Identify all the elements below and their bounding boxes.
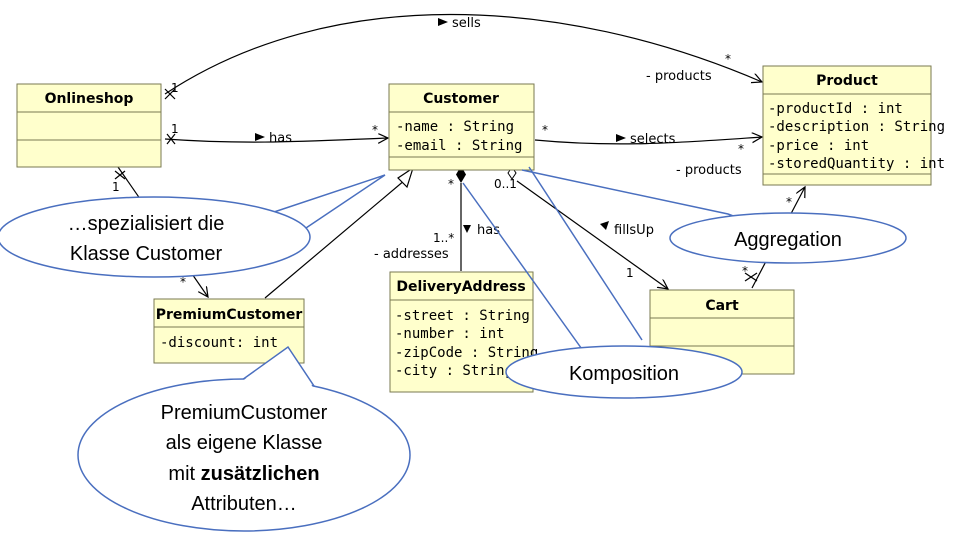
product-attribute: -price : int [768, 138, 869, 154]
note-specialization: …spezialisiert die Klasse Customer [0, 174, 386, 278]
note-aggregation-text: Aggregation [734, 229, 842, 251]
sells-target-multiplicity: * [725, 52, 731, 66]
class-deliveryaddress-name: DeliveryAddress [396, 279, 525, 295]
note-premium-line: mit zusätzlichen [168, 463, 319, 485]
addresses-target-multiplicity: 1..* [433, 231, 454, 245]
fillsup-source-multiplicity: 0..1 [494, 177, 517, 191]
cart-product-source-multiplicity: * [742, 264, 748, 278]
class-onlineshop[interactable]: Onlineshop [16, 83, 162, 168]
sells-source-multiplicity: 1 [171, 81, 179, 95]
addresses-target-role: - addresses [374, 247, 449, 262]
class-premiumcustomer[interactable]: PremiumCustomer -discount: int [153, 298, 305, 364]
product-attribute: -storedQuantity : int [768, 156, 945, 172]
has-source-multiplicity: 1 [171, 122, 179, 136]
class-product[interactable]: Product -productId : int -description : … [762, 65, 945, 186]
class-onlineshop-name: Onlineshop [45, 91, 134, 107]
class-customer-name: Customer [423, 91, 499, 107]
shop-premium-source-multiplicity: 1 [112, 180, 120, 194]
association-sells-label: sells [452, 16, 481, 31]
note-composition: Komposition [462, 166, 743, 399]
deliveryaddress-attribute: -number : int [395, 326, 505, 342]
customer-attribute: -name : String [396, 119, 514, 135]
class-deliveryaddress[interactable]: DeliveryAddress -street : String -number… [389, 271, 538, 393]
product-attribute: -description : String [768, 119, 945, 135]
class-cart-name: Cart [705, 298, 739, 314]
association-has-label: has [269, 131, 292, 146]
cart-product-target-multiplicity: * [786, 195, 792, 209]
association-has-shop: has 1 * [164, 122, 388, 146]
association-sells: sells 1 * - products [164, 13, 762, 100]
note-specialization-line: …spezialisiert die [68, 213, 225, 235]
deliveryaddress-attribute: -street : String [395, 308, 530, 324]
premiumcustomer-attribute: -discount: int [160, 335, 278, 351]
association-selects: selects * * - products [534, 123, 762, 178]
note-specialization-line: Klasse Customer [70, 243, 223, 265]
selects-source-multiplicity: * [542, 123, 548, 137]
shop-premium-target-multiplicity: * [180, 275, 186, 289]
deliveryaddress-attribute: -city : String [395, 363, 513, 379]
note-premium-line: als eigene Klasse [166, 432, 323, 454]
class-product-name: Product [816, 73, 878, 89]
composition-customer-deliveryaddress: has * 1..* - addresses [374, 166, 500, 271]
addresses-source-multiplicity: * [448, 177, 454, 191]
customer-attribute: -email : String [396, 138, 522, 154]
note-aggregation: Aggregation [521, 169, 907, 264]
deliveryaddress-attribute: -zipCode : String [395, 345, 538, 361]
selects-target-multiplicity: * [738, 142, 744, 156]
note-composition-text: Komposition [569, 363, 679, 385]
association-fillsup-label: fillsUp [614, 223, 654, 238]
selects-target-role: - products [676, 163, 742, 178]
note-premium-line: PremiumCustomer [161, 402, 328, 424]
class-premiumcustomer-name: PremiumCustomer [156, 307, 303, 323]
has-target-multiplicity: * [372, 123, 378, 137]
sells-target-role: - products [646, 69, 712, 84]
association-selects-label: selects [630, 132, 676, 147]
aggregation-customer-cart: fillsUp 0..1 1 [494, 166, 668, 289]
generalization-premium-customer [264, 166, 415, 299]
class-customer[interactable]: Customer -name : String -email : String [388, 83, 535, 171]
product-attribute: -productId : int [768, 101, 903, 117]
note-premium-customer: PremiumCustomer als eigene Klasse mit zu… [77, 345, 411, 532]
fillsup-target-multiplicity: 1 [626, 266, 634, 280]
note-premium-line: Attributen… [191, 493, 297, 515]
